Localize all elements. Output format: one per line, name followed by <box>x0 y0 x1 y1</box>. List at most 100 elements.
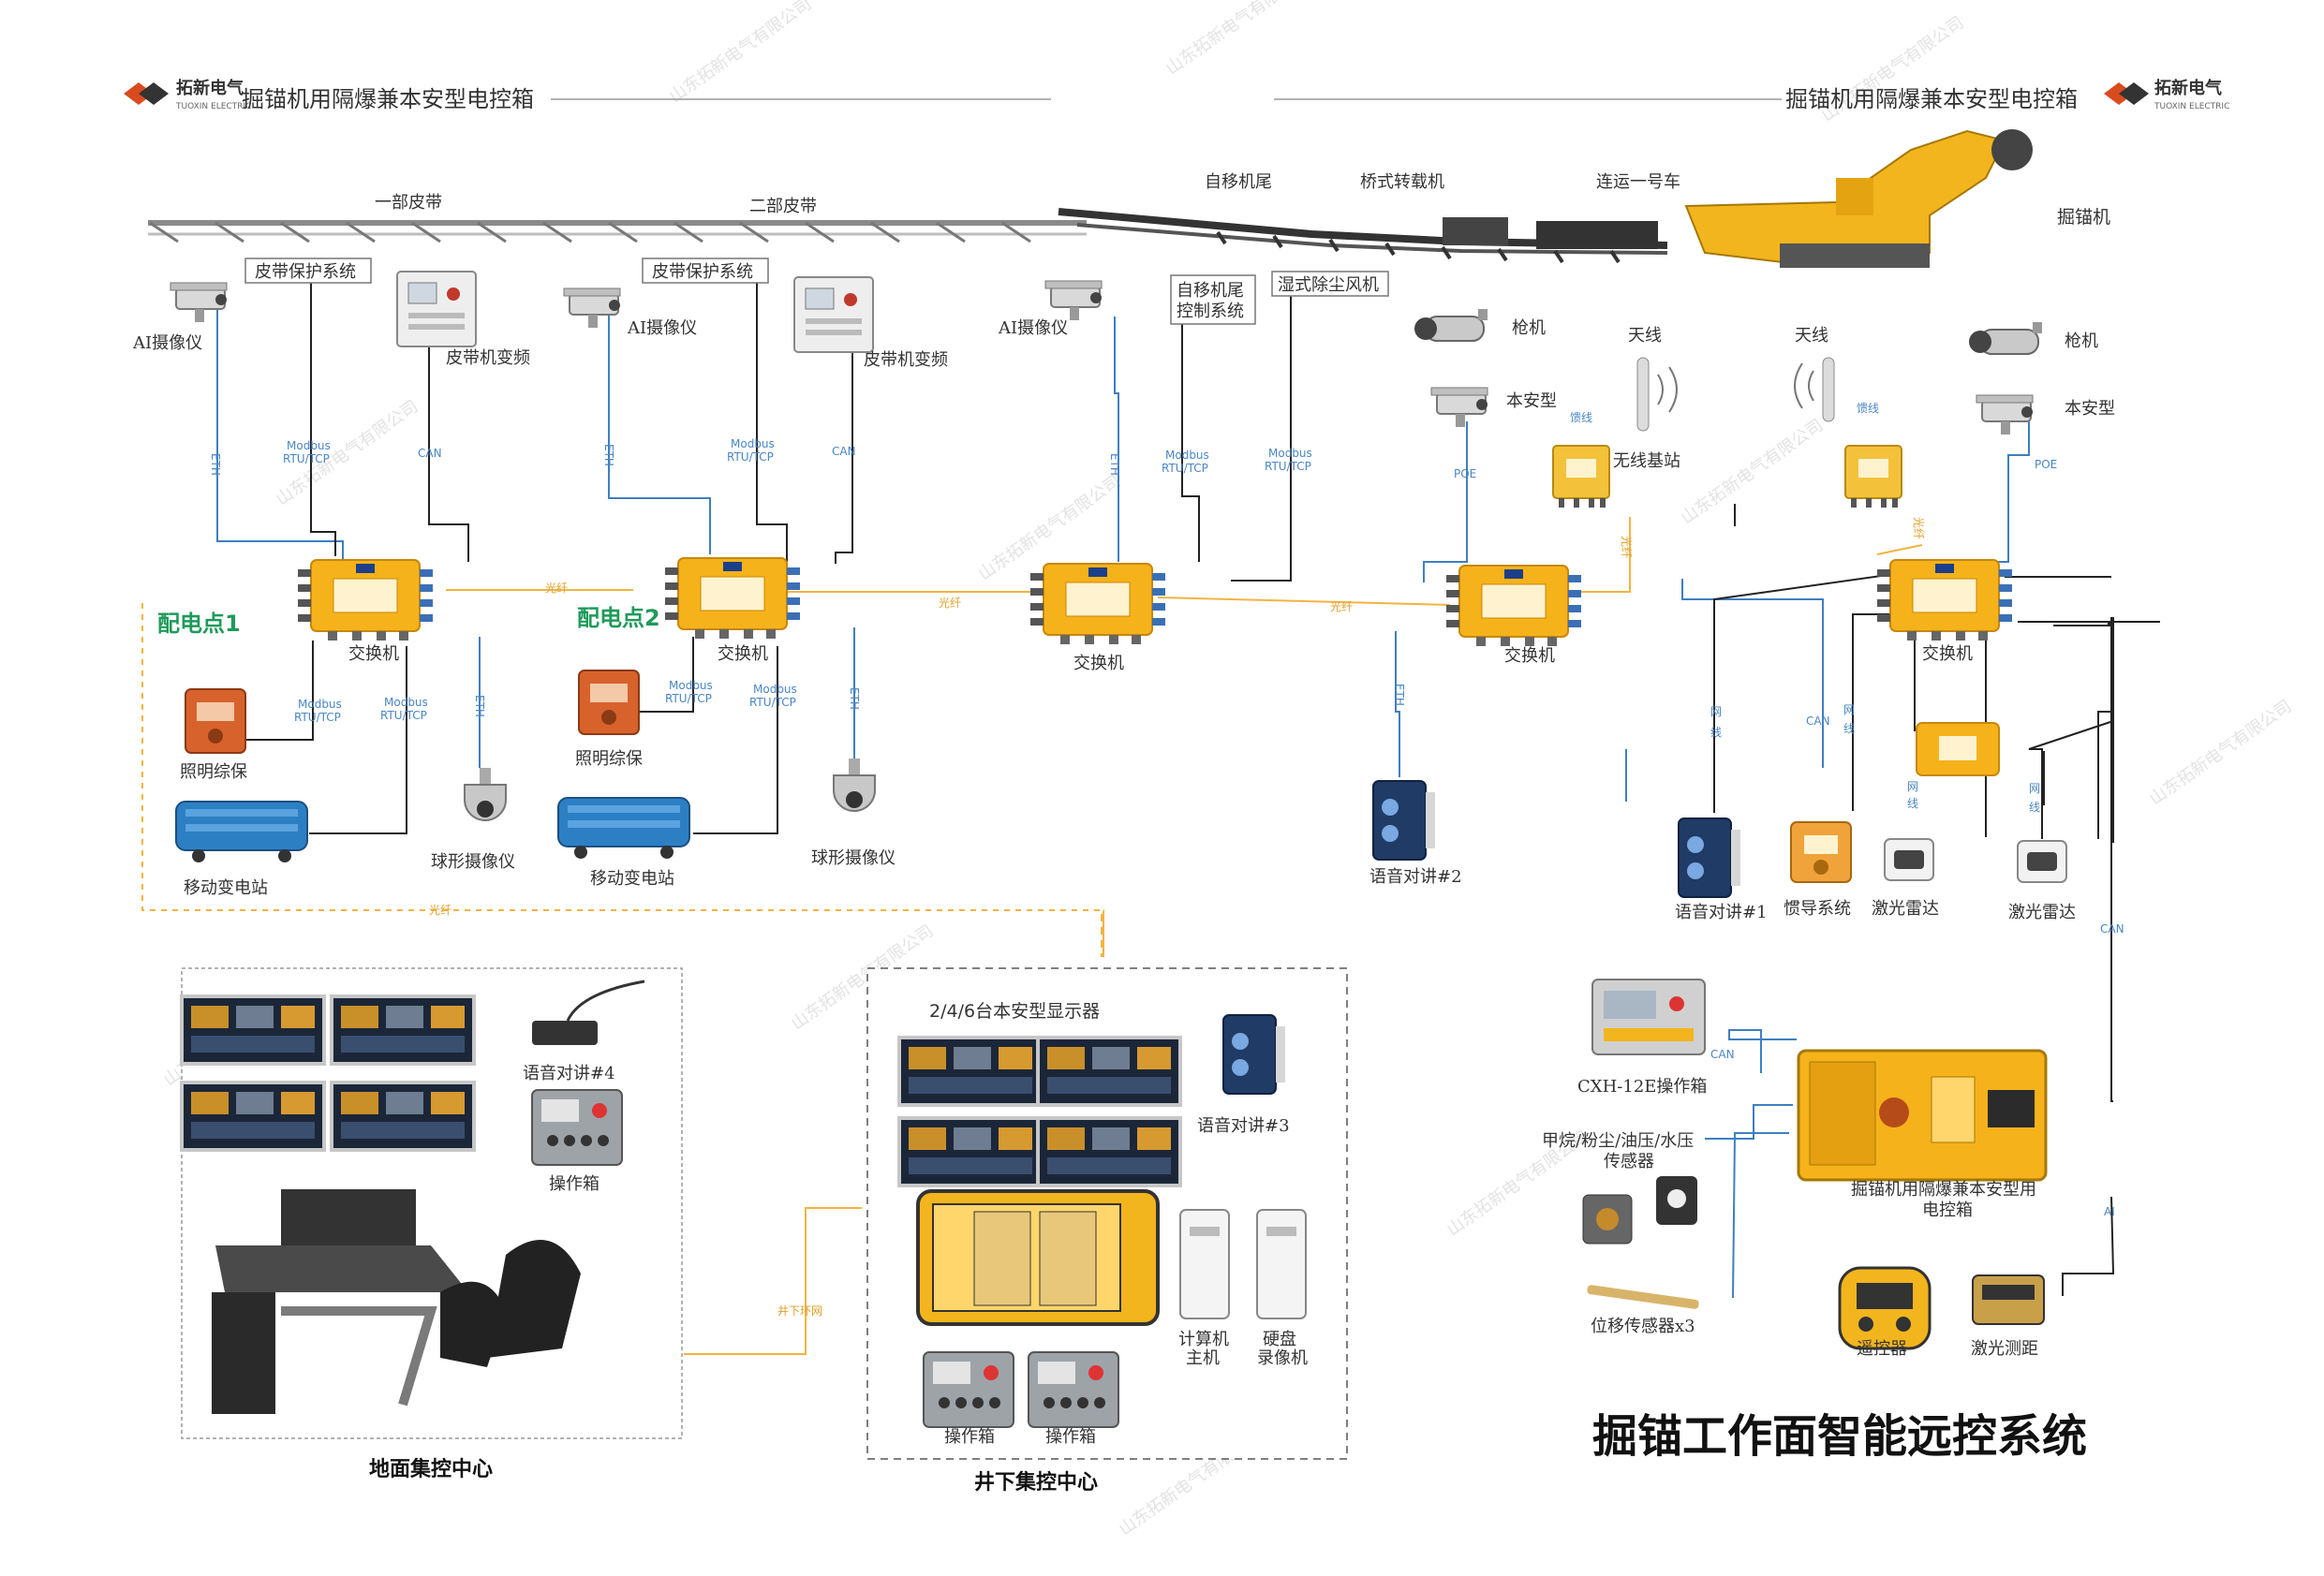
net-label: 网 <box>1843 703 1855 716</box>
screen-thumbnail-icon <box>180 994 326 1066</box>
switch-label: 交换机 <box>348 644 399 664</box>
sensors-label: 甲烷/粉尘/油压/水压 <box>1542 1131 1694 1151</box>
antenna-icon <box>1794 357 1835 422</box>
net-label: 线 <box>1907 797 1918 810</box>
can-label: CAN <box>1710 1048 1735 1061</box>
substation-label: 移动变电站 <box>590 869 674 889</box>
main-control-box-icon <box>1797 1049 2048 1182</box>
self-tail-control: 自移机尾 控制系统 <box>1170 274 1256 325</box>
control-box-label: 掘锚机用隔爆兼本安型用 <box>1851 1180 2036 1200</box>
op-box-icon <box>1028 1351 1119 1428</box>
modbus-label: Modbus <box>287 439 331 452</box>
can-label: CAN <box>418 447 442 460</box>
remote-label: 遥控器 <box>1857 1339 1907 1359</box>
belt-inverter-label: 皮带机变频 <box>864 350 948 370</box>
self-tail-ctrl-label: 控制系统 <box>1177 302 1244 321</box>
screen-thumbnail-icon <box>330 1081 476 1152</box>
watermark: 山东拓新电气有限公司 <box>1162 0 1311 79</box>
feeder-label: 馈线 <box>1857 402 1879 415</box>
recorder-icon <box>1256 1209 1307 1319</box>
modbus-label: Modbus <box>298 698 342 711</box>
header-left: 拓新电气 TUOXIN ELECTRIC 掘锚机用隔爆兼本安型电控箱 <box>124 78 1051 112</box>
eth-label: ETH <box>602 444 615 466</box>
control-cabin-icon <box>916 1189 1160 1326</box>
modbus-label: RTU/TCP <box>1265 460 1311 473</box>
recorder-label: 录像机 <box>1257 1348 1308 1368</box>
fiber-dashes <box>141 597 1103 911</box>
switch-icon <box>664 557 801 640</box>
fiber-label: 光纤 <box>429 904 451 917</box>
laser-range-icon <box>1972 1274 2045 1325</box>
surface-control-center: 语音对讲#4 操作箱 <box>180 967 683 1439</box>
intrinsic-label: 本安型 <box>2065 399 2115 419</box>
intrinsic-device-icon <box>1430 387 1488 428</box>
display-icon <box>1036 1036 1182 1107</box>
intercom-icon <box>1372 780 1436 861</box>
net-label: 线 <box>1710 726 1722 739</box>
bridge-label: 桥式转载机 <box>1360 172 1444 192</box>
fiber-label: 光纤 <box>1912 517 1925 539</box>
feeder-label: 馈线 <box>1570 411 1592 424</box>
displays-label: 2/4/6台本安型显示器 <box>929 1001 1100 1022</box>
op-box-icon <box>923 1351 1014 1428</box>
ai-camera-label: AI摄像仪 <box>132 333 202 353</box>
sensors-label: 传感器 <box>1604 1152 1654 1171</box>
fiber-label: 光纤 <box>939 597 961 610</box>
brand-logo-icon <box>2104 82 2149 105</box>
belt-inverter-label: 皮带机变频 <box>446 348 530 368</box>
lidar-label: 激光雷达 <box>2008 903 2076 922</box>
sensor-icon <box>1582 1194 1633 1245</box>
gun-camera-icon <box>1968 321 2043 355</box>
hub-icon <box>1916 722 2000 776</box>
eth-label: ETH <box>209 453 222 476</box>
displacement-sensor-icon <box>1587 1285 1699 1309</box>
underground-op-box-label: 操作箱 <box>944 1427 995 1447</box>
dust-fan-label: 湿式除尘风机 <box>1278 275 1379 295</box>
switch-label: 交换机 <box>1922 644 1973 664</box>
link-labels: ETH ETH ETH ETH ETH ETH Modbus RTU/TCP M… <box>209 437 2124 1318</box>
microphone-icon <box>532 979 645 1045</box>
lidar-label: 激光雷达 <box>1872 899 1939 919</box>
gun-camera-label: 枪机 <box>1512 318 1546 338</box>
gun-camera-icon <box>1414 308 1488 342</box>
belt-protection-2: 皮带保护系统 <box>642 258 769 284</box>
belt-protect-label: 皮带保护系统 <box>255 262 356 282</box>
ring-label: 井下环网 <box>777 1304 822 1318</box>
belt-protect-label: 皮带保护系统 <box>652 262 753 282</box>
brand-logo-icon <box>124 82 169 105</box>
switch-label: 交换机 <box>718 644 768 664</box>
can-label: CAN <box>832 445 856 458</box>
brand-name: 拓新电气 <box>176 78 244 98</box>
switch-label: 交换机 <box>1073 654 1124 673</box>
intrinsic-label: 本安型 <box>1506 391 1557 411</box>
switch-icon <box>1876 559 2013 641</box>
fiber-label: 光纤 <box>545 582 568 595</box>
modbus-label: RTU/TCP <box>294 711 341 724</box>
modbus-label: RTU/TCP <box>1162 462 1208 475</box>
distribution-point-2-label: 配电点2 <box>577 605 660 631</box>
lighting-label: 照明综保 <box>180 762 247 782</box>
lighting-protector-icon <box>185 688 246 754</box>
intercom3-label: 语音对讲#3 <box>1197 1116 1290 1136</box>
brand-name-en: TUOXIN ELECTRIC <box>175 102 251 111</box>
modbus-label: RTU/TCP <box>283 452 330 465</box>
fiber-links <box>141 517 1923 1355</box>
eth-label: ETH <box>848 687 861 710</box>
modbus-label: Modbus <box>1268 447 1312 460</box>
intercom4-label: 语音对讲#4 <box>523 1064 615 1083</box>
substation-icon <box>557 797 690 860</box>
intercom2-label: 语音对讲#2 <box>1369 867 1462 887</box>
switch-icon <box>1445 565 1582 647</box>
lighting-protector-icon <box>578 670 640 735</box>
surface-op-box-label: 操作箱 <box>549 1174 600 1194</box>
switch-label: 交换机 <box>1504 646 1555 666</box>
cxh-op-box-icon <box>1591 979 1706 1055</box>
display-icon <box>897 1036 1044 1107</box>
self-tail-label: 自移机尾 <box>1205 172 1272 192</box>
intercom-icon <box>1222 1014 1286 1095</box>
computer-host-label: 主机 <box>1186 1348 1220 1368</box>
laser-range-label: 激光测距 <box>1971 1339 2038 1359</box>
watermark: 山东拓新电气有限公司 <box>666 0 815 107</box>
eth-label: ETH <box>473 695 486 717</box>
